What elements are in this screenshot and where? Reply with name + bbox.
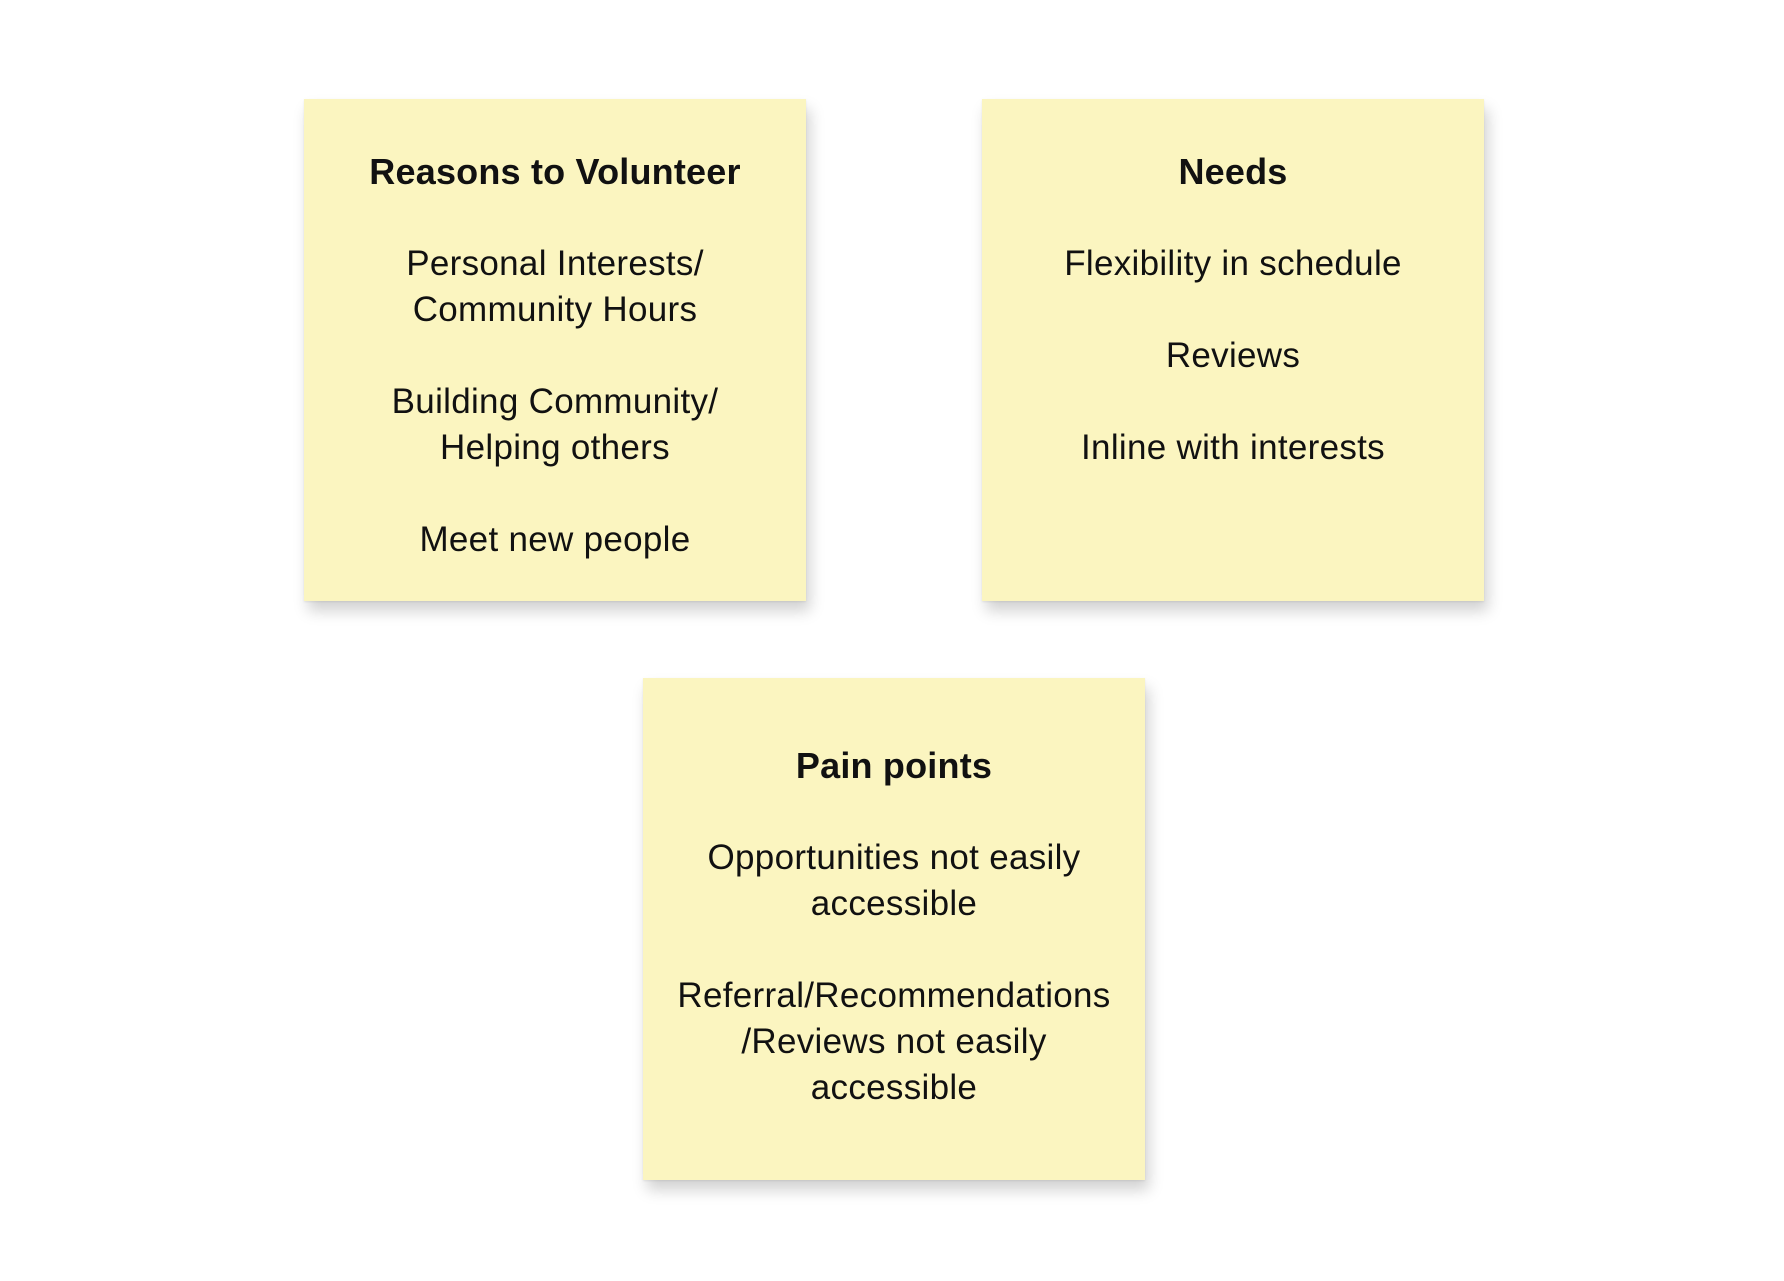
sticky-note-reasons-to-volunteer[interactable]: Reasons to Volunteer Personal Interests/… (304, 99, 806, 601)
note-title: Pain points (795, 745, 993, 786)
sticky-note-pain-points[interactable]: Pain points Opportunities not easily acc… (643, 678, 1145, 1180)
note-item: Reviews (1165, 336, 1301, 375)
note-item: Building Community/ Helping others (391, 382, 719, 467)
note-item: Flexibility in schedule (1064, 244, 1402, 283)
note-title: Reasons to Volunteer (369, 151, 741, 192)
note-item: Personal Interests/ Community Hours (406, 244, 704, 329)
note-item: Referral/Recommendations /Reviews not ea… (677, 976, 1111, 1107)
note-item: Inline with interests (1081, 428, 1385, 467)
note-title: Needs (1178, 151, 1288, 192)
sticky-note-needs[interactable]: Needs Flexibility in schedule Reviews In… (982, 99, 1484, 601)
note-item: Opportunities not easily accessible (707, 838, 1081, 923)
note-item: Meet new people (419, 520, 691, 559)
